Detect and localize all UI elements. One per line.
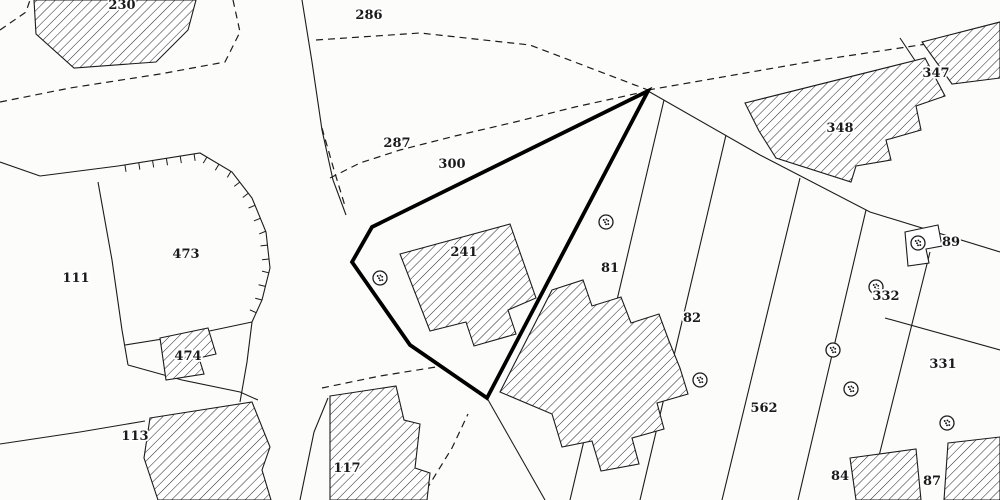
fence-tick xyxy=(248,204,256,209)
divider-111-473 xyxy=(97,181,129,366)
dashed-road-topright xyxy=(647,32,1000,91)
fence-tick xyxy=(259,230,266,235)
parcel-label-300: 300 xyxy=(438,157,465,172)
parcel-label-82: 82 xyxy=(683,311,701,326)
parcel-label-81: 81 xyxy=(601,261,619,276)
parcel-label-331: 331 xyxy=(929,357,956,372)
fence-tick xyxy=(226,171,232,178)
fence-tick xyxy=(193,153,196,161)
building-348 xyxy=(744,57,946,183)
strip-line-82 xyxy=(639,134,727,500)
tree-symbol xyxy=(868,279,884,295)
road-west-edge xyxy=(301,0,347,216)
parcel-label-111: 111 xyxy=(62,271,89,286)
dashed-road-287 xyxy=(329,90,649,179)
fence-tick xyxy=(261,270,269,274)
dashed-117-north xyxy=(321,366,437,389)
block-right-edge xyxy=(239,321,253,403)
fence-tick xyxy=(253,217,261,222)
dashed-road-286 xyxy=(315,32,649,91)
road-edge-south xyxy=(486,397,546,500)
fence-tick xyxy=(255,297,263,301)
fence-tick xyxy=(124,164,127,172)
building-terrace-row xyxy=(499,279,689,472)
fence-tick xyxy=(138,162,141,170)
parcel-label-473: 473 xyxy=(172,247,199,262)
tree-symbol xyxy=(939,415,955,431)
divider-474-113 xyxy=(127,364,259,401)
parcel-label-84: 84 xyxy=(831,469,849,484)
fence-tick xyxy=(165,158,168,166)
parcel-label-89: 89 xyxy=(942,235,960,250)
tree-symbol xyxy=(692,372,708,388)
fence-tick xyxy=(233,181,241,187)
building-230 xyxy=(33,0,197,69)
tree-symbol xyxy=(598,214,614,230)
block-left-corner xyxy=(0,161,41,177)
parcel-label-241: 241 xyxy=(450,245,477,260)
building-347 xyxy=(921,21,1000,85)
parcel-label-347: 347 xyxy=(922,66,949,81)
parcel-label-332: 332 xyxy=(872,289,899,304)
fence-tick xyxy=(261,258,270,261)
fence-tick xyxy=(152,160,155,168)
building-241 xyxy=(399,223,537,347)
tree-symbol xyxy=(843,381,859,397)
highlighted-parcel-outline xyxy=(349,86,653,401)
building-84 xyxy=(849,448,922,500)
parcel-label-117: 117 xyxy=(333,461,360,476)
fence-tick xyxy=(179,156,182,164)
building-117 xyxy=(329,385,431,500)
building-474 xyxy=(159,327,217,381)
parcel-label-348: 348 xyxy=(826,121,853,136)
block-top-edge xyxy=(39,165,119,177)
parcel-label-562: 562 xyxy=(750,401,777,416)
fence-tick-marks xyxy=(124,153,270,314)
dashed-corner-topleft xyxy=(0,0,31,31)
parcel-label-230: 230 xyxy=(108,0,135,13)
parcel-label-87: 87 xyxy=(923,474,941,489)
fence-tick xyxy=(242,192,249,198)
tree-symbol xyxy=(910,235,926,251)
fence-tick xyxy=(249,309,257,314)
boundary-331 xyxy=(884,317,1000,351)
boundary-113-west xyxy=(0,420,146,445)
parcel-label-474: 474 xyxy=(174,349,201,364)
building-87 xyxy=(943,436,1000,500)
dashed-road-west-gap xyxy=(321,127,346,207)
fence-tick xyxy=(260,244,268,247)
parcel-label-286: 286 xyxy=(355,8,382,23)
fence-line xyxy=(117,152,271,323)
fence-tick xyxy=(214,163,220,171)
parcel-117-west-edge xyxy=(299,397,329,500)
fence-tick xyxy=(202,156,208,164)
parcel-label-113: 113 xyxy=(121,429,148,444)
tree-symbols xyxy=(372,214,955,431)
buildings xyxy=(33,0,1000,500)
fence-tick xyxy=(258,284,266,287)
tree-symbol xyxy=(372,270,388,286)
dashed-road-bottom xyxy=(419,413,469,500)
dashed-road-topleft xyxy=(0,0,241,103)
tree-symbol xyxy=(825,342,841,358)
building-113 xyxy=(143,401,272,500)
strip-line-562 xyxy=(721,177,801,500)
parcel-labels: 230 286 287 300 347 348 89 332 331 111 473 474 113 11… xyxy=(61,0,962,491)
parcel-label-287: 287 xyxy=(383,136,410,151)
